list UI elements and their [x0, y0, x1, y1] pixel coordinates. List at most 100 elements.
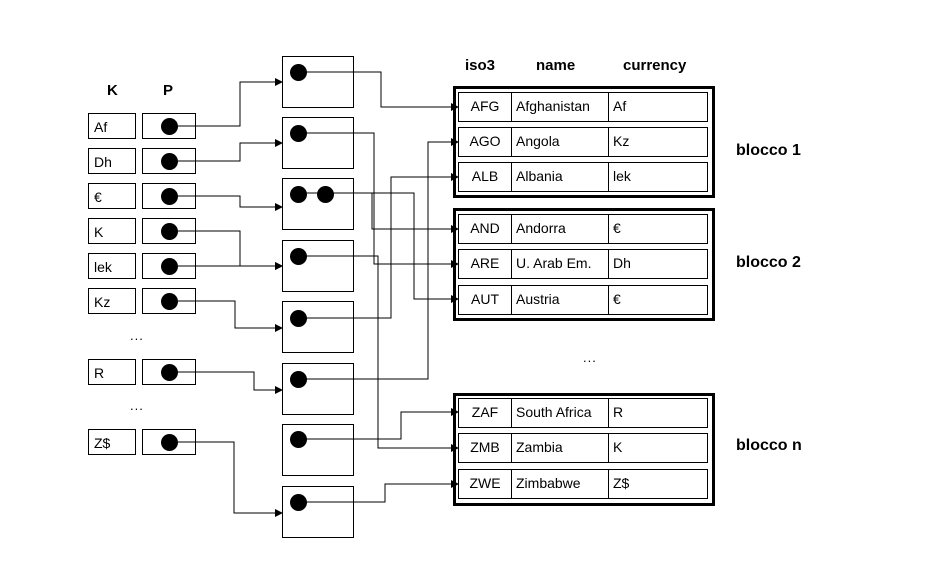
arrow-dh-bucket2	[178, 139, 283, 162]
arrow-bucket1-afg	[298, 71, 459, 111]
record-iso3: ZMB	[459, 434, 512, 462]
record-name: Albania	[512, 163, 609, 191]
pointer-dot	[161, 364, 178, 381]
record-iso3: ARE	[459, 250, 512, 278]
iso3-column-header: iso3	[465, 57, 496, 74]
arrow-bucket2-are	[298, 132, 459, 268]
pointer-dot	[161, 434, 178, 451]
record-name: Angola	[512, 128, 609, 156]
bucket	[282, 240, 354, 292]
pointer-cell	[142, 113, 196, 139]
bucket-pointer-dot	[317, 186, 334, 203]
record-currency: K	[613, 439, 623, 455]
bucket-pointer-dot	[290, 125, 307, 142]
arrow-bucket8-zwe	[298, 480, 459, 503]
block-label: blocco 2	[736, 254, 801, 271]
pointer-cell	[142, 288, 196, 314]
record-iso3: AFG	[459, 93, 512, 121]
arrow-euro-bucket3	[178, 195, 283, 211]
data-block-2	[453, 208, 715, 321]
bucket	[282, 363, 354, 415]
pointer-cell	[142, 253, 196, 279]
pointer-dot	[161, 188, 178, 205]
record-name: Austria	[512, 286, 609, 314]
bucket-pointer-dot	[290, 371, 307, 388]
record-iso3: ALB	[459, 163, 512, 191]
block-label: blocco n	[736, 437, 802, 454]
p-column-header: P	[163, 82, 174, 99]
record-iso3: ZAF	[459, 399, 512, 427]
record-name: South Africa	[512, 399, 609, 427]
arrow-kz-bucket5	[178, 300, 283, 332]
bucket	[282, 486, 354, 538]
bucket-pointer-dot	[290, 248, 307, 265]
arrow-bucket6-ago	[298, 138, 459, 380]
bucket-pointer-dot	[290, 186, 307, 203]
arrow-bucket5-alb	[298, 173, 459, 319]
pointer-cell	[142, 148, 196, 174]
index-key: K	[88, 218, 136, 244]
pointer-dot	[161, 118, 178, 135]
record-currency: lek	[613, 168, 631, 184]
pointer-dot	[161, 153, 178, 170]
index-key: €	[88, 183, 136, 209]
bucket	[282, 424, 354, 476]
block-label: blocco 1	[736, 142, 801, 159]
record-iso3: AUT	[459, 286, 512, 314]
bucket	[282, 56, 354, 108]
arrow-bucket3b-aut	[325, 192, 459, 303]
index-key: R	[88, 359, 136, 385]
index-key: Af	[88, 113, 136, 139]
index-ellipsis: ...	[130, 328, 144, 343]
bucket	[282, 301, 354, 353]
bucket-pointer-dot	[290, 494, 307, 511]
record-iso3: AGO	[459, 128, 512, 156]
record-name: Zambia	[512, 434, 609, 462]
record-currency: €	[613, 291, 621, 307]
arrow-zs-bucket8	[178, 441, 283, 517]
record-name: Zimbabwe	[512, 470, 609, 498]
record-currency: €	[613, 220, 621, 236]
arrow-bucket4-zmb	[298, 255, 459, 452]
data-block-n	[453, 393, 715, 506]
index-key: lek	[88, 253, 136, 279]
arrow-r-bucket6	[178, 371, 283, 394]
record-iso3: ZWE	[459, 470, 512, 498]
record-name: U. Arab Em.	[512, 250, 609, 278]
pointer-cell	[142, 359, 196, 385]
bucket-pointer-dot	[290, 310, 307, 327]
arrow-af-bucket1	[178, 78, 283, 127]
pointer-cell	[142, 183, 196, 209]
pointer-dot	[161, 258, 178, 275]
bucket-pointer-dot	[290, 431, 307, 448]
pointer-dot	[161, 293, 178, 310]
index-key: Z$	[88, 429, 136, 455]
data-block-1	[453, 86, 715, 198]
record-name: Afghanistan	[512, 93, 609, 121]
index-key: Dh	[88, 148, 136, 174]
bucket	[282, 178, 354, 230]
bucket-pointer-dot	[290, 64, 307, 81]
record-iso3: AND	[459, 215, 512, 243]
index-ellipsis: ...	[130, 398, 144, 413]
name-column-header: name	[536, 57, 576, 74]
blocks-ellipsis: ...	[583, 350, 597, 365]
pointer-dot	[161, 223, 178, 240]
pointer-cell	[142, 429, 196, 455]
arrow-bucket7-zaf	[298, 408, 459, 440]
record-currency: Dh	[613, 255, 631, 271]
k-column-header: K	[107, 82, 118, 99]
record-currency: Af	[613, 98, 627, 114]
index-key: Kz	[88, 288, 136, 314]
